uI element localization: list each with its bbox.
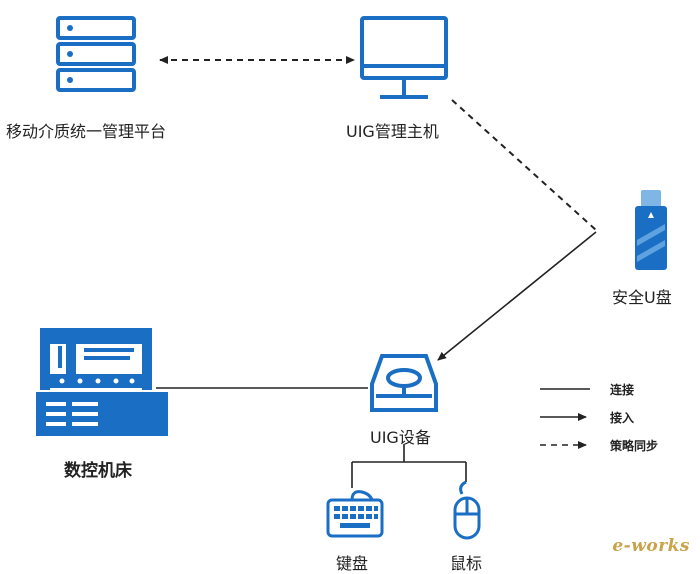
uig-device-icon bbox=[370, 354, 438, 412]
server-stack-icon bbox=[56, 16, 136, 92]
legend-connect-label: 连接 bbox=[610, 383, 635, 397]
mouse-icon bbox=[453, 480, 481, 540]
access-link-usb-device bbox=[437, 231, 597, 361]
keyboard-label: 键盘 bbox=[336, 554, 369, 573]
machine-label: 数控机床 bbox=[64, 461, 132, 481]
eworks-watermark-logo: e-works bbox=[612, 536, 690, 556]
legend-access-label: 接入 bbox=[610, 411, 635, 425]
cnc-machine-icon bbox=[36, 328, 168, 436]
mouse-label: 鼠标 bbox=[450, 554, 483, 573]
monitor-icon bbox=[360, 16, 448, 99]
usb-drive-icon bbox=[635, 190, 667, 270]
usb-label: 安全U盘 bbox=[612, 288, 672, 307]
device-label: UIG设备 bbox=[370, 428, 431, 447]
keyboard-icon bbox=[326, 490, 384, 538]
host-label: UIG管理主机 bbox=[346, 122, 439, 141]
platform-label: 移动介质统一管理平台 bbox=[6, 122, 167, 141]
connect-tree bbox=[351, 444, 467, 488]
sync-link-host-usb bbox=[451, 99, 597, 231]
legend-sync-label: 策略同步 bbox=[610, 439, 659, 453]
